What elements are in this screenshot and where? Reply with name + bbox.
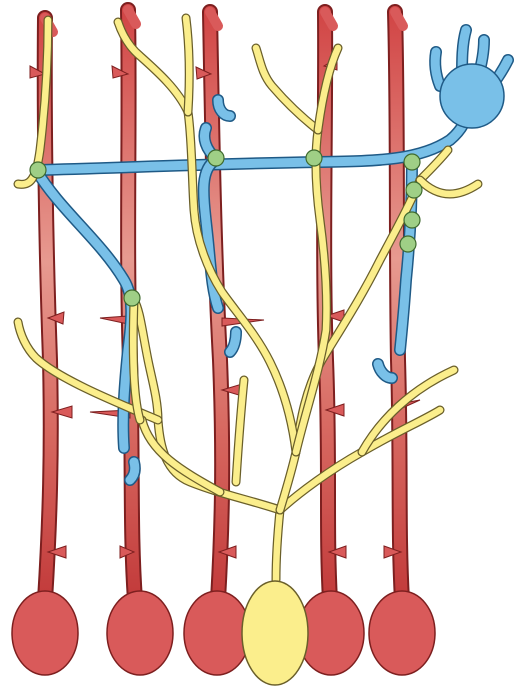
- climbing-fiber-inner: [435, 52, 440, 86]
- synapse: [124, 290, 140, 306]
- synapse: [306, 150, 322, 166]
- synapse: [404, 212, 420, 228]
- climbing-fiber-inner: [130, 462, 135, 480]
- granule-axon-hook: [128, 10, 136, 24]
- purkinje-cell-body: [242, 581, 308, 685]
- purkinje-dendrite-inner: [186, 18, 189, 112]
- synapse: [208, 150, 224, 166]
- granule-cell-body-5: [369, 591, 435, 675]
- granule-axon-hook: [325, 12, 333, 26]
- granule-cell-body-2: [107, 591, 173, 675]
- climbing-fiber-soma: [440, 64, 504, 128]
- granule-spine: [100, 316, 128, 324]
- purkinje-dendrite-inner: [134, 300, 280, 510]
- granule-axon-hook: [395, 12, 403, 26]
- synapse: [400, 236, 416, 252]
- granule-cell-body-1: [12, 591, 78, 675]
- synapse: [404, 154, 420, 170]
- synapse: [406, 182, 422, 198]
- granule-axon-hook: [210, 12, 218, 26]
- purkinje-branch: [256, 48, 318, 130]
- granule-cell-body-3: [184, 591, 250, 675]
- synapse: [30, 162, 46, 178]
